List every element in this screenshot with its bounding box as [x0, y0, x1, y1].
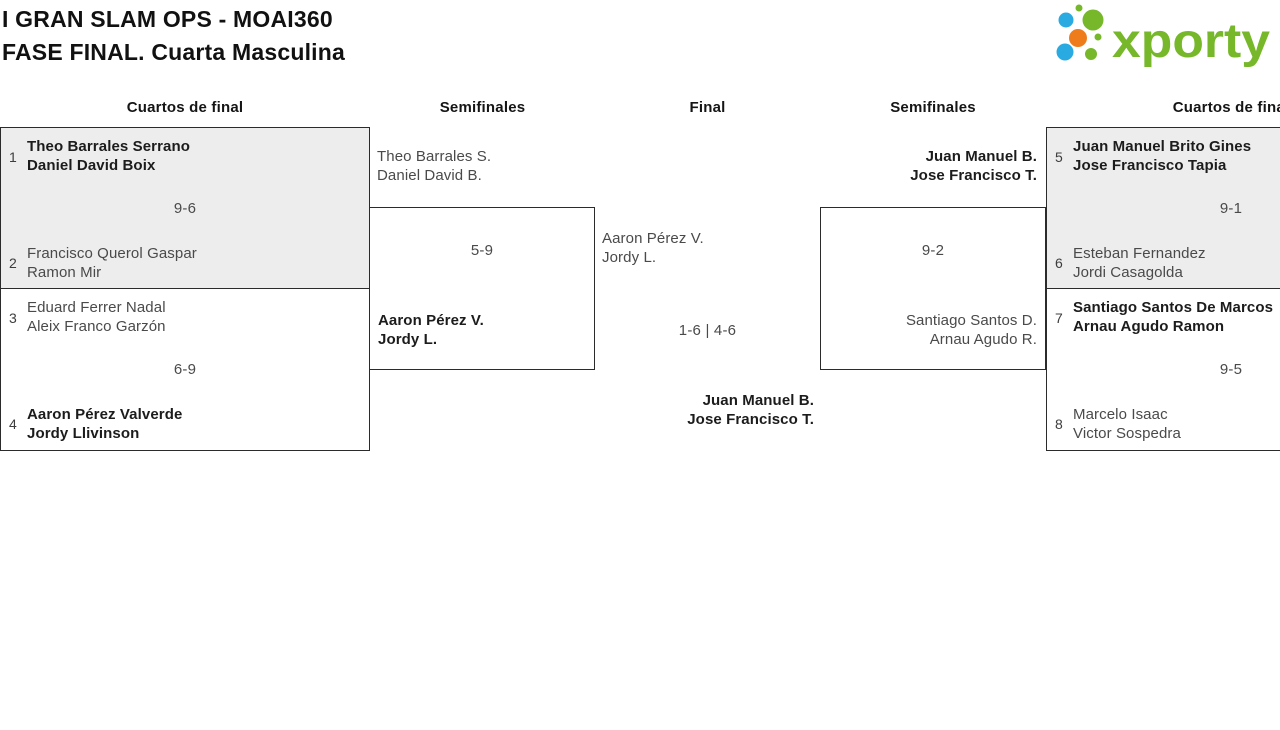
team-names: Eduard Ferrer Nadal Aleix Franco Garzón: [27, 299, 166, 336]
player-name: Jordi Casagolda: [1073, 263, 1183, 281]
player-name: Eduard Ferrer Nadal: [27, 299, 166, 316]
player-name: Daniel David B.: [377, 166, 482, 184]
final-score: 1-6 | 4-6: [678, 322, 737, 339]
phase-name: FASE FINAL. Cuarta Masculina: [2, 39, 345, 65]
player-name: Santiago Santos D.: [905, 312, 1037, 329]
match-score: 9-6: [173, 200, 197, 217]
player-name: Aaron Pérez V.: [378, 312, 484, 329]
player-name: Daniel David Boix: [27, 156, 156, 174]
player-name: Arnau Agudo Ramon: [1073, 317, 1225, 335]
seed-number: 4: [9, 416, 17, 432]
player-name: Aleix Franco Garzón: [27, 317, 166, 335]
tournament-name: I GRAN SLAM OPS - MOAI360: [2, 6, 333, 32]
player-name: Arnau Agudo R.: [929, 330, 1037, 348]
player-name: Victor Sospedra: [1073, 424, 1181, 442]
logo-wordmark: xporty: [1112, 15, 1270, 68]
match-box-qf-right-top: 5 Juan Manuel Brito Gines Jose Francisco…: [1046, 127, 1280, 290]
team-names: Juan Manuel Brito Gines Jose Francisco T…: [1073, 138, 1251, 175]
seed-number: 5: [1055, 149, 1063, 165]
player-name: Juan Manuel Brito Gines: [1073, 138, 1252, 155]
logo-dots-icon: [1056, 4, 1104, 61]
team-names: Aaron Pérez V. Jordy L.: [378, 312, 484, 349]
team-names: Esteban Fernandez Jordi Casagolda: [1073, 245, 1206, 282]
player-name: Francisco Querol Gaspar: [27, 245, 197, 262]
seed-number: 8: [1055, 416, 1063, 432]
player-name: Jose Francisco T.: [910, 166, 1037, 184]
team-names: Aaron Pérez Valverde Jordy Llivinson: [27, 406, 182, 443]
match-box-qf-left-top: 1 Theo Barrales Serrano Daniel David Boi…: [0, 127, 370, 290]
team-names: Theo Barrales Serrano Daniel David Boix: [27, 138, 190, 175]
seed-number: 1: [9, 149, 17, 165]
team-names: Juan Manuel B. Jose Francisco T.: [820, 148, 1037, 185]
round-header-right-quarters: Cuartos de final: [1172, 99, 1280, 116]
xporty-logo: xporty: [1056, 4, 1270, 68]
team-names: Marcelo Isaac Victor Sospedra: [1073, 406, 1181, 443]
player-name: Jordy Llivinson: [27, 424, 140, 442]
seed-number: 3: [9, 310, 17, 326]
player-name: Jordy L.: [602, 248, 657, 266]
player-name: Juan Manuel B.: [925, 148, 1037, 165]
player-name: Marcelo Isaac: [1073, 406, 1168, 423]
player-name: Santiago Santos De Marcos: [1073, 299, 1274, 316]
match-box-qf-right-bottom: 7 Santiago Santos De Marcos Arnau Agudo …: [1046, 288, 1280, 451]
team-names: Santiago Santos De Marcos Arnau Agudo Ra…: [1073, 299, 1273, 336]
player-name: Jose Francisco Tapia: [1073, 156, 1227, 174]
match-score: 9-5: [1219, 361, 1243, 378]
match-box-sf-left: 5-9 Aaron Pérez V. Jordy L.: [369, 207, 595, 370]
match-box-sf-right: 9-2 Santiago Santos D. Arnau Agudo R.: [820, 207, 1046, 370]
page-title: I GRAN SLAM OPS - MOAI360 FASE FINAL. Cu…: [2, 3, 345, 69]
match-score: 9-1: [1219, 200, 1243, 217]
seed-number: 6: [1055, 255, 1063, 271]
player-name: Esteban Fernandez: [1073, 245, 1206, 262]
player-name: Theo Barrales Serrano: [27, 138, 190, 155]
player-name: Jose Francisco T.: [687, 410, 814, 428]
player-name: Juan Manuel B.: [702, 392, 814, 409]
match-box-qf-left-bottom: 3 Eduard Ferrer Nadal Aleix Franco Garzó…: [0, 288, 370, 451]
team-names: Theo Barrales S. Daniel David B.: [377, 148, 491, 185]
seed-number: 7: [1055, 310, 1063, 326]
player-name: Theo Barrales S.: [377, 148, 492, 165]
team-names: Aaron Pérez V. Jordy L.: [602, 230, 704, 267]
player-name: Aaron Pérez Valverde: [27, 406, 183, 423]
team-names: Francisco Querol Gaspar Ramon Mir: [27, 245, 197, 282]
team-names: Santiago Santos D. Arnau Agudo R.: [906, 312, 1037, 349]
player-name: Ramon Mir: [27, 263, 102, 281]
match-score: 5-9: [470, 242, 494, 259]
team-names: Juan Manuel B. Jose Francisco T.: [595, 392, 814, 429]
seed-number: 2: [9, 255, 17, 271]
round-header-right-semis: Semifinales: [890, 99, 976, 116]
match-score: 9-2: [921, 242, 945, 259]
player-name: Aaron Pérez V.: [602, 230, 704, 247]
player-name: Jordy L.: [378, 330, 438, 348]
round-header-final: Final: [689, 99, 726, 116]
round-header-left-semis: Semifinales: [439, 99, 526, 116]
round-header-left-quarters: Cuartos de final: [126, 99, 244, 116]
match-score: 6-9: [173, 361, 197, 378]
